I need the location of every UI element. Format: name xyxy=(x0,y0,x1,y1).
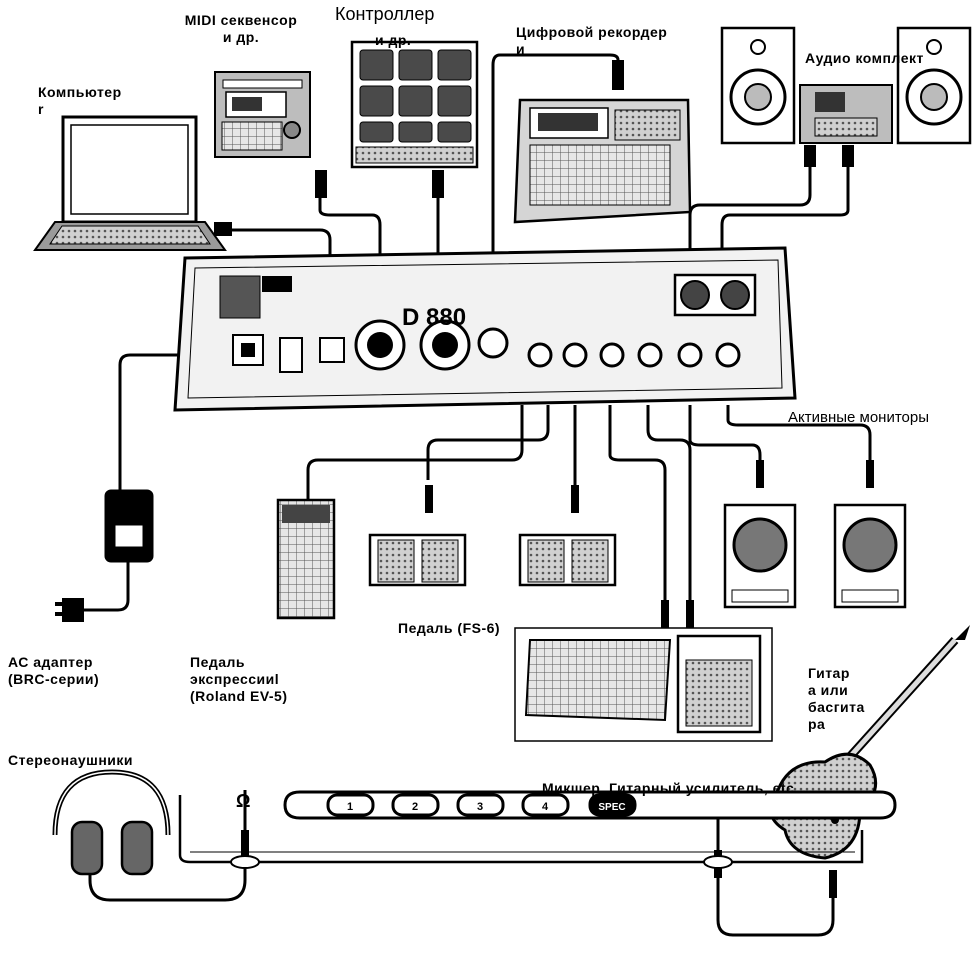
button-2-label: 2 xyxy=(412,801,418,813)
digital-recorder-label: Цифровой рекордер и xyxy=(516,24,668,57)
button-4-label: 4 xyxy=(542,801,549,813)
expression-pedal-label: Педаль экспрессииl (Roland EV-5) xyxy=(190,654,288,704)
electric-guitar xyxy=(769,625,970,860)
mixer-label: Микшер, Гитарный усилитель, etc xyxy=(542,780,795,796)
main-unit-front-panel: Ω 1 2 3 4 SPEC xyxy=(178,790,897,869)
audio-set xyxy=(720,26,972,145)
laptop-computer xyxy=(33,115,227,251)
footswitch-label: Педаль (FS-6) xyxy=(398,620,501,636)
footswitch-fs6 xyxy=(368,533,617,587)
pad-controller xyxy=(350,40,479,169)
ac-adapter xyxy=(55,489,154,622)
controller-label: Контроллер xyxy=(335,4,435,24)
computer-label: Компьютер r xyxy=(38,84,122,117)
button-spec-label: SPEC xyxy=(598,802,625,813)
button-3-label: 3 xyxy=(477,801,483,813)
model-label: D 880 xyxy=(402,304,466,331)
expression-pedal xyxy=(276,498,336,620)
guitar-label: Гитар а или басгита ра xyxy=(808,665,865,732)
midi-sequencer xyxy=(214,71,311,158)
headphone-icon: Ω xyxy=(236,791,250,811)
digital-recorder xyxy=(513,98,692,224)
footswitch-buttons: 1 2 3 4 SPEC xyxy=(326,793,637,817)
stereo-headphones xyxy=(52,769,171,876)
ac-adapter-label: АС адаптер (BRC-серии) xyxy=(8,654,100,687)
midi-sequencer-label: MIDI секвенсор и др. xyxy=(184,12,298,45)
main-unit-rear-panel: D 880 xyxy=(173,246,797,412)
cables xyxy=(80,53,872,937)
button-1-label: 1 xyxy=(347,801,353,813)
controller-sub-label: и др. xyxy=(375,32,412,48)
audio-set-label: Аудио комплект xyxy=(805,50,924,66)
active-monitors xyxy=(723,503,907,609)
active-monitors-label: Активные мониторы xyxy=(788,409,930,426)
headphones-label: Стереонаушники xyxy=(8,752,134,768)
mixer-and-guitar-amp xyxy=(514,627,773,742)
